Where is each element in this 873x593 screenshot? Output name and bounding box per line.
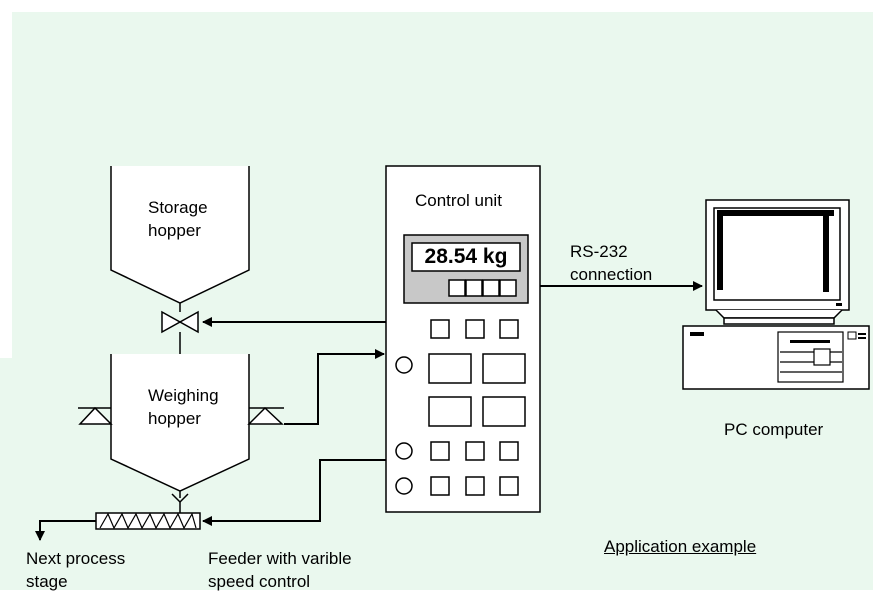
weighing-hopper-label: Weighing hopper [148,386,219,428]
control-unit-label: Control unit [415,191,502,210]
feeder-label: Feeder with varible speed control [208,549,352,591]
control-buttons [395,319,526,496]
display-screen [411,242,521,272]
feeder-screw-icon [95,512,201,530]
pc-computer-icon [682,199,870,390]
load-cell-right-icon [247,406,284,425]
valve-icon [161,310,199,334]
display-reading: 28.54 kg [424,245,508,268]
pc-computer-label: PC computer [724,420,824,439]
next-process-stage-label: Next process stage [26,549,126,591]
storage-hopper-label: Storage hopper [148,198,208,240]
application-example-label: Application example [604,537,757,556]
load-cell-left-icon [78,406,113,425]
display-keypad [448,279,517,297]
rs232-label: RS-232 connection [570,242,653,284]
